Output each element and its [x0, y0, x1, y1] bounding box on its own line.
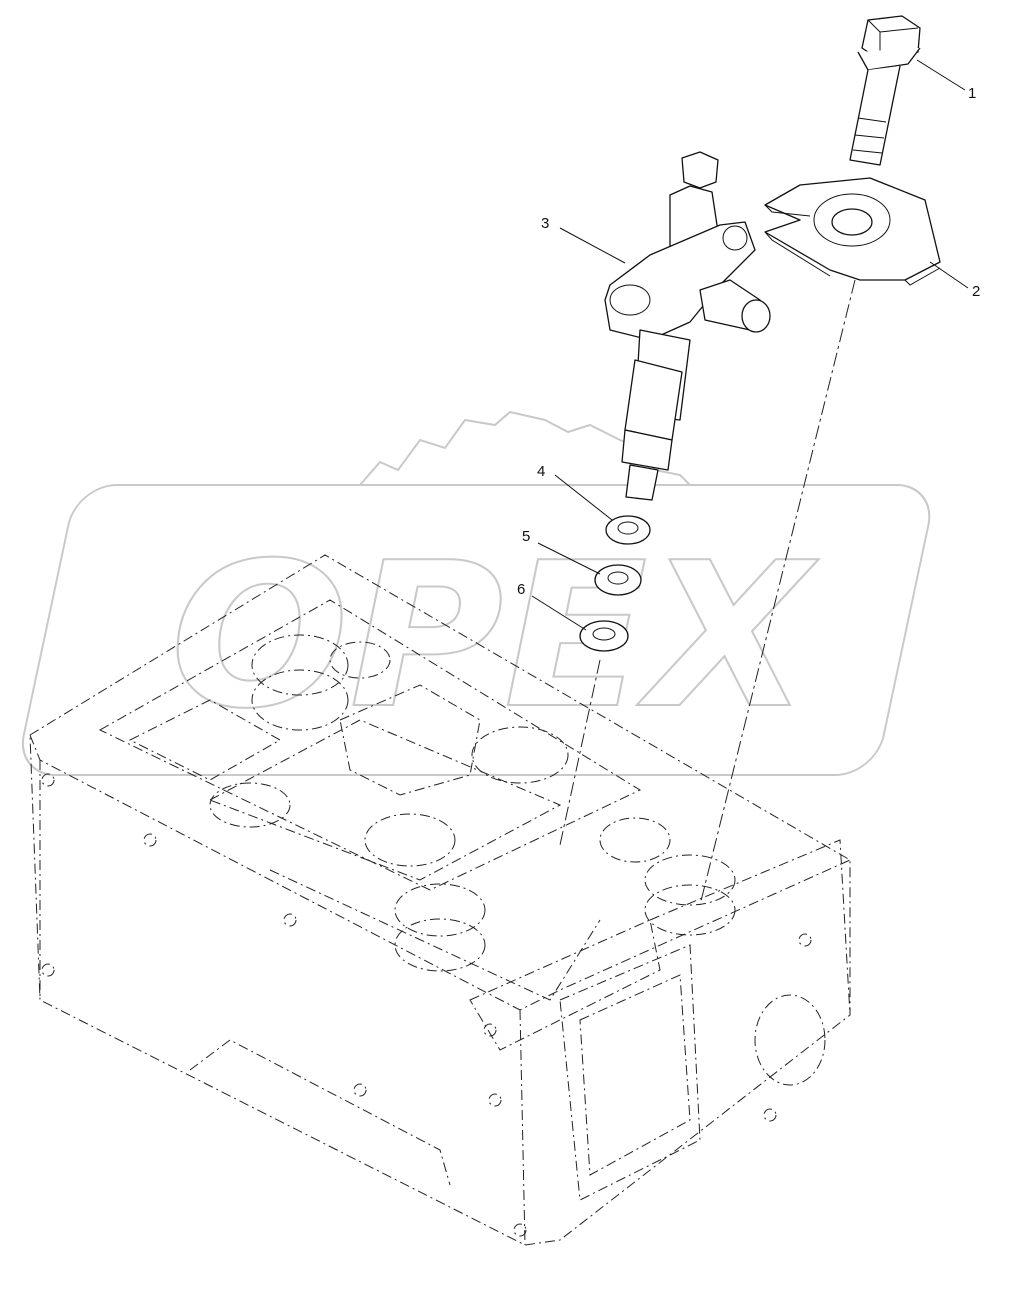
watermark-logo: OPEX — [21, 410, 931, 776]
callout-3: 3 — [541, 215, 550, 232]
leader-line-4 — [554, 474, 613, 521]
callout-4: 4 — [537, 463, 546, 480]
leader-line-6 — [531, 595, 587, 631]
watermark-text: OPEX — [170, 520, 819, 753]
clamp-part — [764, 177, 941, 286]
washer-5-part — [594, 564, 642, 596]
washer-4-part — [605, 515, 651, 545]
callout-1: 1 — [968, 85, 977, 102]
callout-6: 6 — [517, 581, 526, 598]
leader-line-3 — [559, 227, 626, 264]
injector-centerline — [559, 659, 601, 846]
injector-part — [604, 151, 771, 501]
callout-2: 2 — [972, 283, 981, 300]
bolt-centerline — [699, 279, 856, 906]
leader-line-1 — [916, 59, 966, 91]
cylinder-head — [29, 554, 851, 1246]
washer-6-part — [579, 620, 629, 652]
callout-5: 5 — [522, 528, 531, 545]
bolt-part — [849, 15, 921, 166]
leader-line-2 — [929, 261, 969, 289]
leader-line-5 — [537, 542, 601, 575]
